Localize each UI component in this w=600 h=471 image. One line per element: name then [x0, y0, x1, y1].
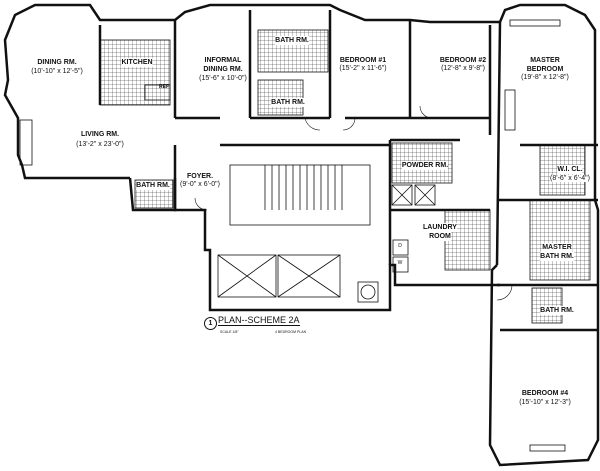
dryer-label: D	[398, 243, 402, 249]
tile-floors	[99, 29, 591, 324]
washer-label: W	[397, 260, 403, 266]
plan-subtitle: 4 BEDROOM PLAN	[275, 330, 307, 334]
elevators	[19, 19, 566, 452]
walls	[3, 3, 600, 467]
foyer-label: FOYER.	[186, 173, 214, 180]
bedroom2-dims: (12'-8" x 9'-8")	[441, 65, 485, 72]
bedroom1-label: BEDROOM #1	[339, 57, 387, 64]
ref-label: REF	[159, 84, 169, 90]
bath-lower-label: BATH RM.	[540, 306, 574, 315]
laundry-label-2: ROOM	[429, 232, 451, 241]
bath-mid-label: BATH RM.	[271, 98, 305, 107]
dining-room-dims: (10'-10" x 12'-5")	[31, 68, 83, 75]
master-bath-label-2: BATH RM.	[540, 252, 574, 261]
dining-room-label: DINING RM.	[37, 59, 77, 66]
laundry-label-1: LAUNDRY	[423, 223, 457, 232]
informal-dining-label-1: INFORMAL	[204, 57, 242, 64]
door-swings	[194, 105, 513, 301]
plan-title: PLAN--SCHEME 2A	[218, 315, 300, 326]
informal-dining-dims: (15'-6" x 10'-0")	[199, 75, 247, 82]
kitchen-label: KITCHEN	[121, 58, 153, 67]
plan-number-badge: 1	[204, 317, 217, 330]
master-bedroom-dims: (19'-8" x 12'-8")	[521, 74, 569, 81]
stairs	[229, 164, 371, 226]
master-bath-label-1: MASTER	[542, 243, 572, 252]
walk-in-closet-dims: (8'-6" x 6'-4")	[550, 175, 590, 182]
plan-scale: SCALE 1/8"	[220, 330, 239, 334]
informal-dining-label-2: DINING RM.	[203, 66, 243, 73]
walk-in-closet-label: W.I. CL.	[557, 165, 583, 174]
powder-room-label: POWDER RM.	[401, 161, 449, 170]
living-room-dims: (13'-2" x 23'-0")	[76, 141, 124, 148]
bedroom2-label: BEDROOM #2	[439, 57, 487, 64]
living-room-label: LIVING RM.	[80, 131, 120, 138]
bedroom4-label: BEDROOM #4	[521, 390, 569, 397]
master-bedroom-label-2: BEDROOM	[526, 66, 564, 73]
bedroom1-dims: (15'-2" x 11'-6")	[339, 65, 387, 72]
foyer-dims: (9'-0" x 6'-0")	[180, 181, 220, 188]
bath-upper-label: BATH RM.	[275, 36, 309, 45]
master-bedroom-label-1: MASTER	[530, 57, 560, 64]
bath-foyer-label: BATH RM.	[136, 181, 170, 190]
bedroom4-dims: (15'-10" x 12'-3")	[519, 399, 571, 406]
